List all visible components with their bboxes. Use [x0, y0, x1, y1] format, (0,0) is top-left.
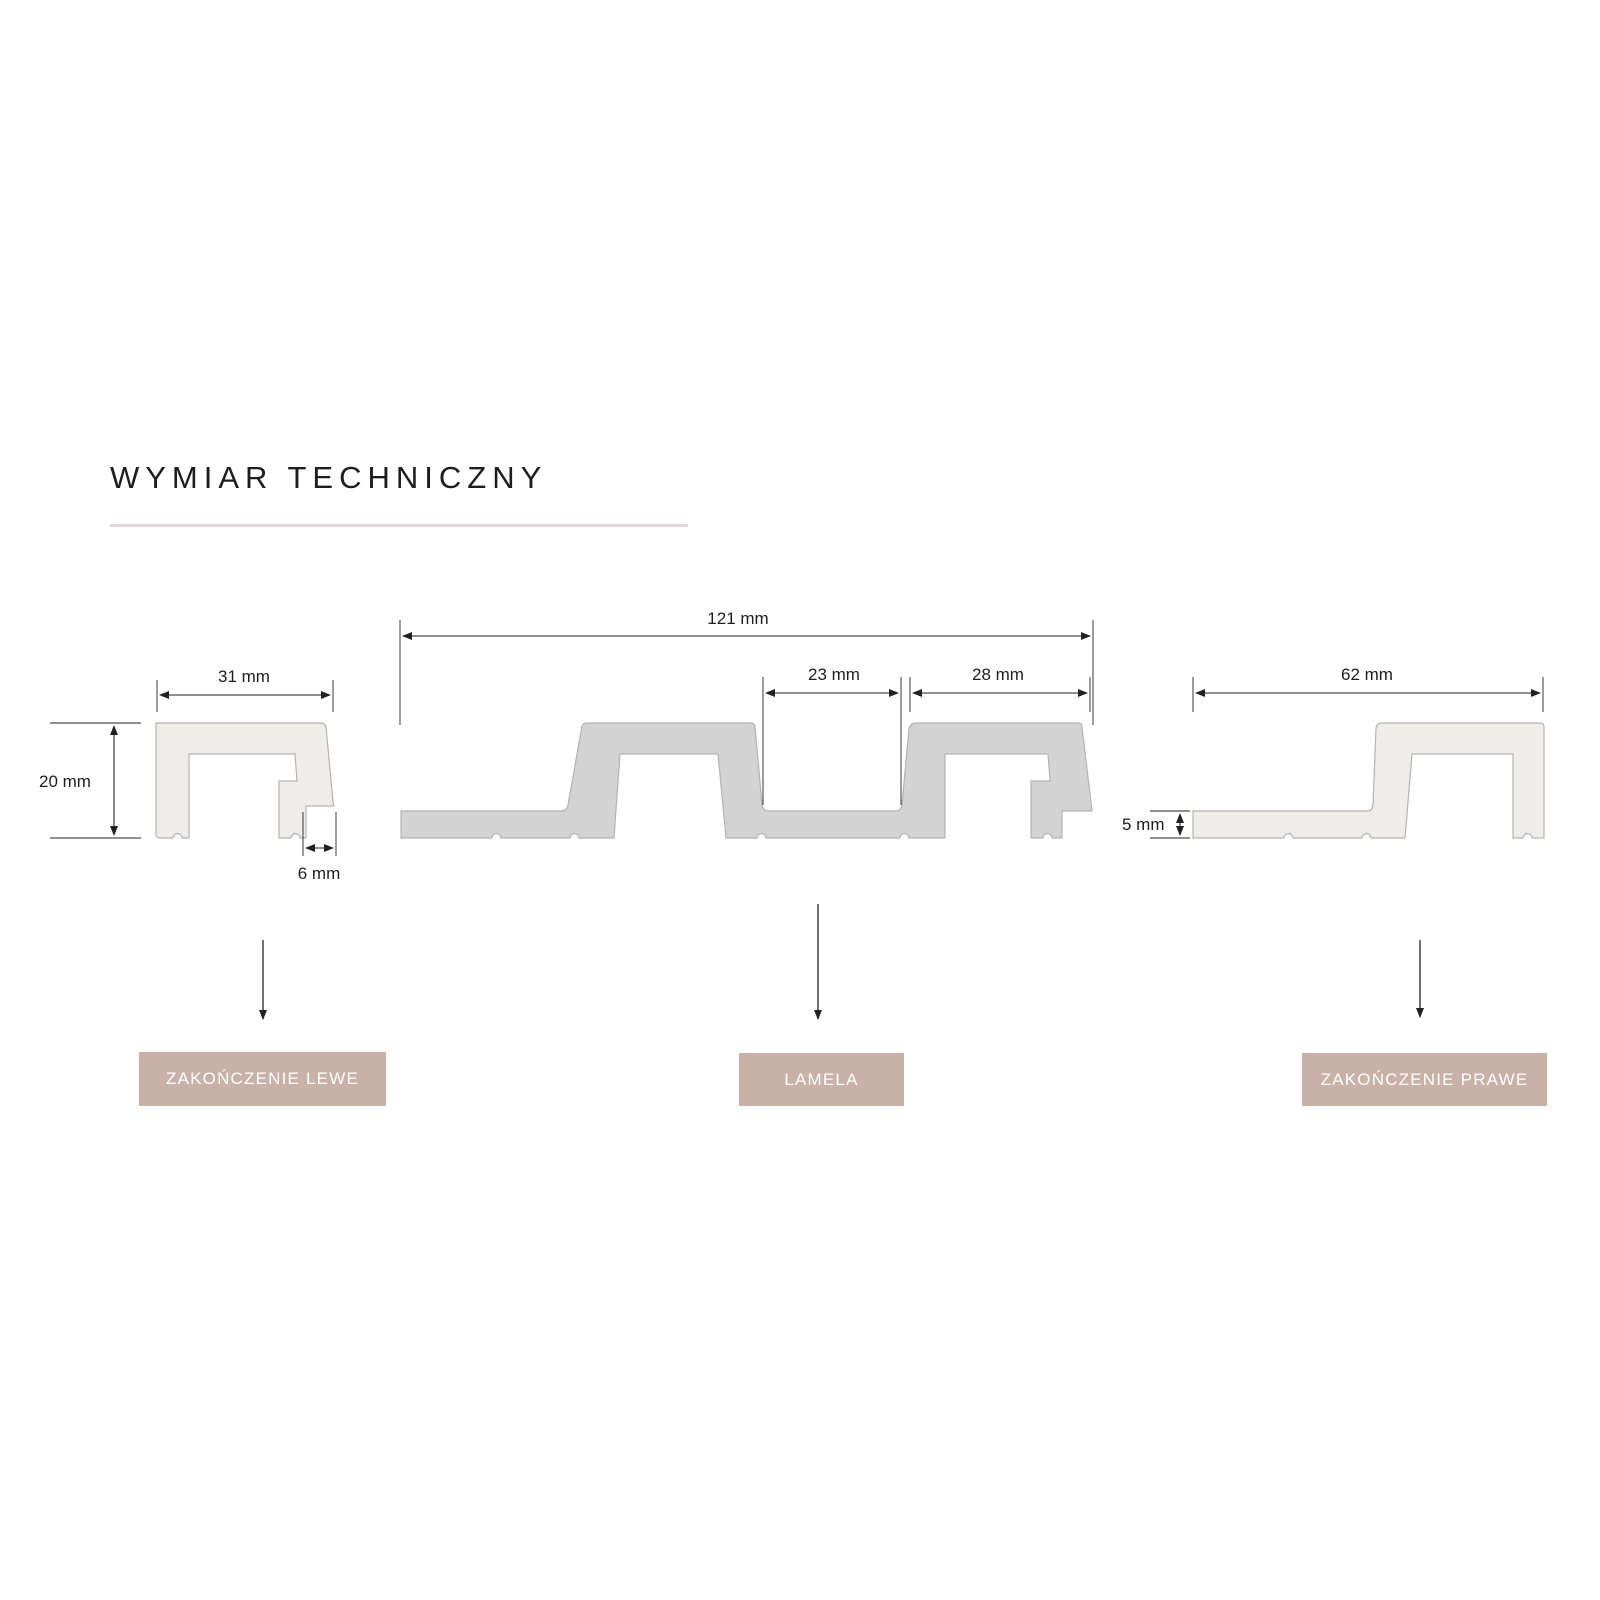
- label-zakonczenie-prawe: ZAKOŃCZENIE PRAWE: [1302, 1053, 1547, 1106]
- title-underline: [110, 524, 688, 527]
- dim-label-width-left: 31 mm: [218, 667, 270, 686]
- dim-label-base-right: 5 mm: [1122, 815, 1165, 834]
- label-lamela: LAMELA: [739, 1053, 904, 1106]
- right-end-profile: [1192, 722, 1545, 839]
- left-end-profile: [155, 722, 335, 839]
- page-title: WYMIAR TECHNICZNY: [110, 460, 548, 495]
- dim-label-groove-lamela: 23 mm: [808, 665, 860, 684]
- lamela-profile: [400, 722, 1093, 839]
- dim-label-height-left: 20 mm: [39, 772, 91, 791]
- dim-label-top-lamela: 28 mm: [972, 665, 1024, 684]
- label-zakonczenie-lewe: ZAKOŃCZENIE LEWE: [139, 1052, 386, 1106]
- dim-label-notch-left: 6 mm: [298, 864, 341, 883]
- dim-label-total-lamela: 121 mm: [707, 609, 768, 628]
- dim-label-width-right: 62 mm: [1341, 665, 1393, 684]
